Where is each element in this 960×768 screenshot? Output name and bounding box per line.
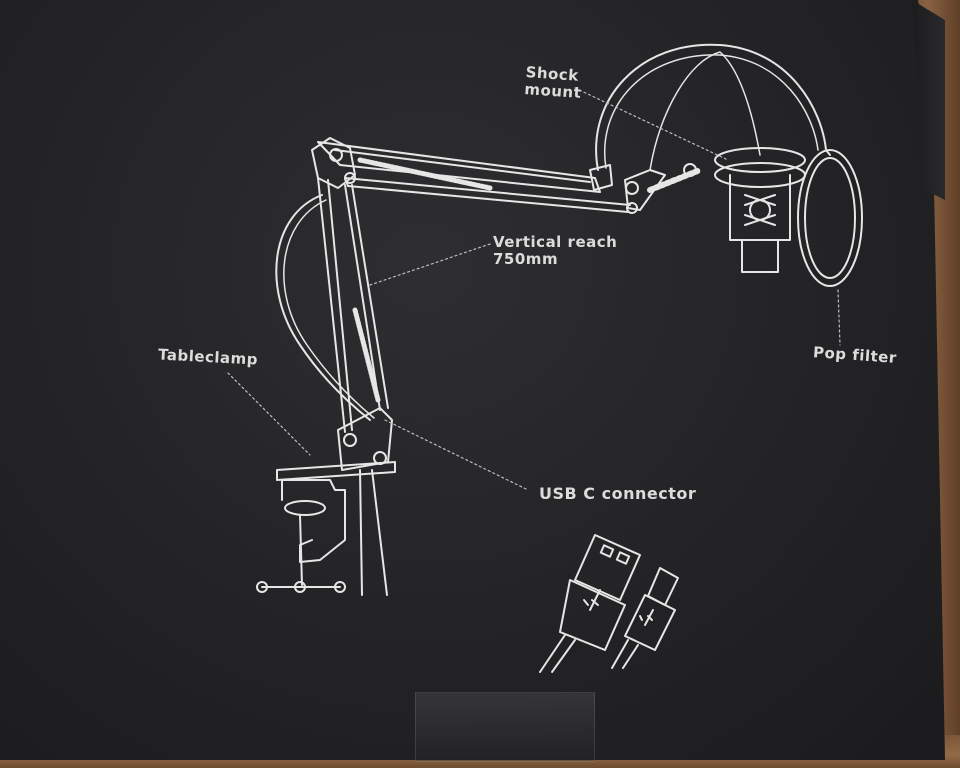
lower-arm [317,177,389,433]
pop-filter-gooseneck [595,43,827,171]
usb-c-connector-label: USB C connector [539,484,697,503]
arm-spring [357,157,493,191]
vertical-reach-label: Vertical reach 750mm [493,233,618,268]
pop-filter [797,149,863,287]
upper-arm [317,141,631,213]
cable-path [275,194,371,421]
product-box-panel [0,0,945,760]
usb-c-connector-icon [611,567,679,669]
leader-lines [227,87,841,491]
mount-link [589,163,703,214]
microphone-body [741,239,779,273]
shock-mount [714,147,806,241]
shock-mount-label: Shock mount [523,63,582,102]
packing-tape [415,692,595,762]
table-clamp [256,407,396,596]
usb-a-connector-icon [539,534,641,673]
